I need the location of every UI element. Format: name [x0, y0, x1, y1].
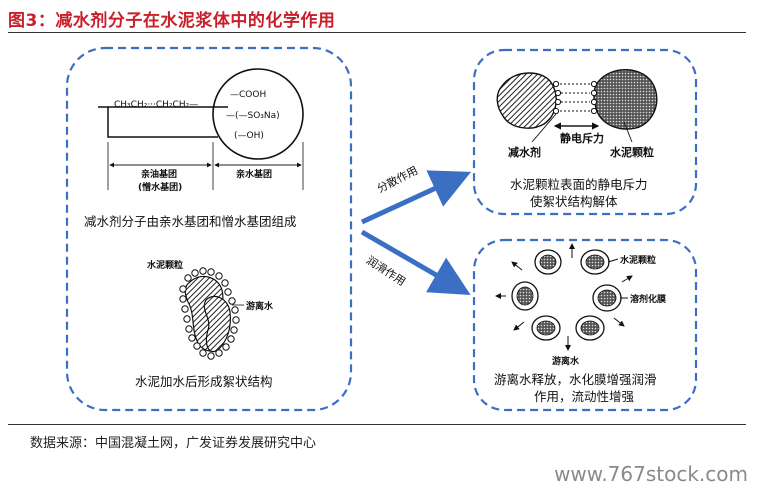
floc-structure [179, 267, 244, 360]
right-top-panel-frame [472, 48, 698, 216]
lubrication-diagram [495, 243, 633, 351]
molecule-diagram [98, 68, 304, 190]
chain-label: CH₃CH₂···CH₂CH₂— [114, 100, 199, 110]
watermark: www.767stock.com [554, 462, 748, 486]
left-caption-top: 减水剂分子由亲水基团和憎水基团组成 [84, 214, 297, 229]
hydrophobic-label: (憎水基团) [138, 183, 183, 193]
cooh-label: —COOH [230, 90, 267, 100]
left-panel-frame [65, 46, 353, 412]
rt-cement-label: 水泥颗粒 [610, 146, 654, 159]
repulsion-diagram [496, 68, 658, 143]
rb-water-label: 游离水 [552, 357, 580, 367]
reducer-label: 减水剂 [508, 146, 541, 159]
dispersion-arrow [360, 170, 472, 225]
floc-cement-label: 水泥颗粒 [147, 261, 184, 271]
bottom-rule [8, 424, 746, 425]
oh-label: (—OH) [234, 131, 264, 141]
rb-caption-line1: 游离水释放，水化膜增强润滑 [494, 372, 657, 387]
rt-caption-line2: 使絮状结构解体 [530, 194, 618, 209]
left-caption-bottom: 水泥加水后形成絮状结构 [135, 374, 273, 389]
hydrophilic-label: 亲水基团 [236, 170, 273, 180]
floc-water-label: 游离水 [246, 302, 274, 312]
rb-cement-label: 水泥颗粒 [620, 256, 657, 266]
right-bottom-panel-frame [472, 238, 698, 412]
lubrication-arrow [360, 229, 471, 296]
top-rule [8, 32, 746, 33]
lipophilic-label: 亲油基团 [141, 170, 178, 180]
force-label: 静电斥力 [560, 132, 604, 145]
source-note: 数据来源：中国混凝土网，广发证券发展研究中心 [30, 436, 317, 451]
so3na-label: —(—SO₃Na) [226, 111, 280, 121]
figure-title: 图3：减水剂分子在水泥浆体中的化学作用 [8, 11, 336, 31]
rb-caption-line2: 作用，流动性增强 [534, 389, 635, 404]
film-label: 溶剂化膜 [630, 295, 667, 305]
rt-caption-line1: 水泥颗粒表面的静电斥力 [510, 177, 648, 192]
